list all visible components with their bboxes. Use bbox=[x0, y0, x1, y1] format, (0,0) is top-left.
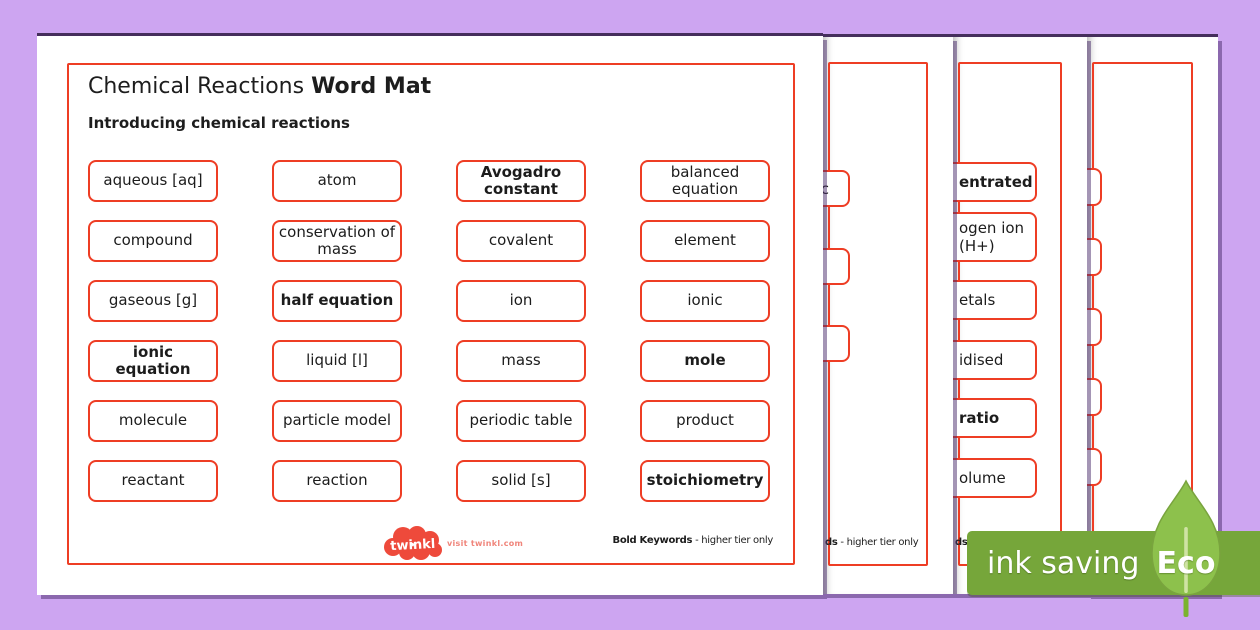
word-fragment: c bbox=[823, 180, 829, 198]
word-box-fragment bbox=[1087, 238, 1102, 276]
preview-page-2: c ds - higher tier only bbox=[823, 37, 953, 594]
word-box-fragment bbox=[1087, 168, 1102, 206]
word-card: compound bbox=[88, 220, 218, 262]
page-border bbox=[828, 62, 928, 566]
word-box-fragment: c bbox=[823, 170, 850, 207]
word-box-fragment: etals bbox=[953, 280, 1037, 320]
word-card: balanced equation bbox=[640, 160, 770, 202]
word-card: reaction bbox=[272, 460, 402, 502]
word-card: conservation of mass bbox=[272, 220, 402, 262]
word-card: gaseous [g] bbox=[88, 280, 218, 322]
word-card: ionic equation bbox=[88, 340, 218, 382]
word-box-fragment: olume bbox=[953, 458, 1037, 498]
twinkl-tagline: visit twinkl.com bbox=[447, 539, 524, 548]
word-card: reactant bbox=[88, 460, 218, 502]
preview-page-1: Chemical Reactions Word Mat Introducing … bbox=[37, 36, 823, 595]
page-subtitle: Introducing chemical reactions bbox=[88, 114, 350, 132]
word-box-fragment: ogen ion (H+) bbox=[953, 212, 1037, 262]
preview-page-3: entrated ogen ion (H+) etals idised rati… bbox=[953, 37, 1087, 594]
word-fragment: idised bbox=[959, 351, 1004, 369]
eco-leaf-icon bbox=[1146, 477, 1226, 619]
word-fragment: ratio bbox=[959, 409, 1000, 427]
word-card: molecule bbox=[88, 400, 218, 442]
word-box-fragment bbox=[823, 248, 850, 285]
ink-saving-label: ink saving bbox=[987, 545, 1140, 581]
svg-text:twinkl: twinkl bbox=[390, 537, 436, 554]
word-card: stoichiometry bbox=[640, 460, 770, 502]
page-title: Chemical Reactions Word Mat bbox=[88, 74, 432, 99]
word-card: mole bbox=[640, 340, 770, 382]
word-card: particle model bbox=[272, 400, 402, 442]
word-fragment: entrated bbox=[959, 173, 1033, 191]
word-box-fragment bbox=[1087, 308, 1102, 346]
word-box-fragment: idised bbox=[953, 340, 1037, 380]
word-card: Avogadro constant bbox=[456, 160, 586, 202]
word-fragment: ogen ion (H+) bbox=[959, 219, 1025, 255]
word-fragment: olume bbox=[959, 469, 1006, 487]
twinkl-logo-icon: twinkl bbox=[383, 525, 445, 561]
eco-label: Eco bbox=[1156, 546, 1216, 581]
word-box-fragment bbox=[823, 325, 850, 362]
word-card: periodic table bbox=[456, 400, 586, 442]
word-box-fragment bbox=[1087, 378, 1102, 416]
footer-note-fragment: ds bbox=[955, 537, 968, 548]
word-box-fragment bbox=[1087, 448, 1102, 486]
word-card: mass bbox=[456, 340, 586, 382]
word-box-fragment: entrated bbox=[953, 162, 1037, 202]
word-card: element bbox=[640, 220, 770, 262]
word-fragment: etals bbox=[959, 291, 996, 309]
word-card: covalent bbox=[456, 220, 586, 262]
word-card: aqueous [aq] bbox=[88, 160, 218, 202]
footer-note: Bold Keywords - higher tier only bbox=[612, 535, 774, 546]
word-card: atom bbox=[272, 160, 402, 202]
word-box-fragment: ratio bbox=[953, 398, 1037, 438]
preview-page-4 bbox=[1087, 37, 1218, 595]
word-card: product bbox=[640, 400, 770, 442]
footer-note-fragment: ds - higher tier only bbox=[825, 537, 919, 548]
word-card: ionic bbox=[640, 280, 770, 322]
word-card: liquid [l] bbox=[272, 340, 402, 382]
word-card: ion bbox=[456, 280, 586, 322]
page-border bbox=[67, 63, 795, 565]
word-card: solid [s] bbox=[456, 460, 586, 502]
word-card: half equation bbox=[272, 280, 402, 322]
word-grid: aqueous [aq] atom Avogadro constant bala… bbox=[88, 160, 770, 502]
